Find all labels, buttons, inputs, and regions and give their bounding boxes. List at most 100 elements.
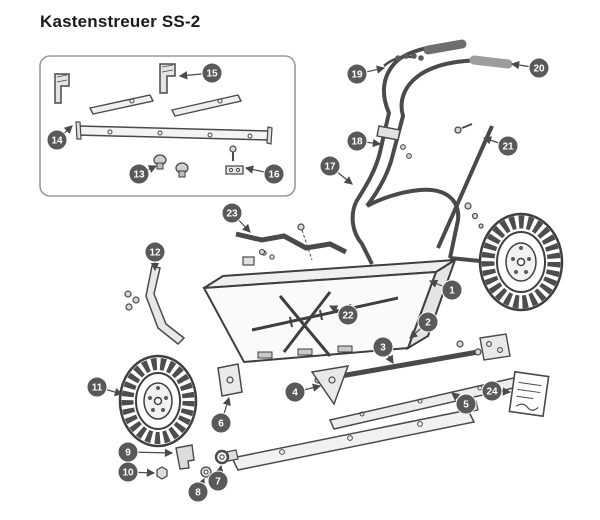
- callout-number: 2: [425, 318, 431, 329]
- callout-number: 15: [206, 69, 218, 80]
- scraper-blade-left: [88, 94, 155, 115]
- left-wheel: [118, 354, 198, 448]
- callout-badge: [497, 135, 519, 157]
- callout-badge: [221, 202, 243, 224]
- handle-grip-left: [423, 39, 467, 55]
- callout-number: 11: [92, 383, 103, 394]
- scraper-blade-right: [170, 94, 243, 117]
- callout-15: 15: [178, 62, 223, 84]
- callout-number: 9: [125, 448, 131, 459]
- callout-9: 9: [117, 441, 174, 463]
- callout-badge: [372, 336, 394, 358]
- callout-2: 2: [409, 311, 439, 339]
- callout-17: 17: [319, 155, 353, 185]
- callout-3: 3: [372, 336, 394, 365]
- callout-18: 18: [346, 130, 382, 152]
- callout-number: 12: [149, 248, 161, 259]
- callout-number: 1: [449, 286, 455, 297]
- callout-badge: [210, 412, 232, 434]
- callout-6: 6: [210, 396, 232, 434]
- callout-number: 20: [533, 64, 545, 75]
- callout-7: 7: [207, 464, 229, 492]
- inset-detail-box: [39, 55, 296, 197]
- callout-8: 8: [187, 477, 209, 503]
- callout-number: 18: [351, 137, 363, 148]
- spacer-washer: [200, 466, 212, 478]
- wheel-hanger-bracket: [124, 265, 186, 346]
- callout-number: 14: [51, 136, 63, 147]
- callout-12: 12: [144, 241, 166, 272]
- control-lever: [383, 53, 424, 67]
- callout-22: 22: [328, 304, 359, 326]
- callout-number: 3: [380, 343, 386, 354]
- callout-number: 10: [122, 468, 134, 479]
- handle-grip-right: [469, 55, 513, 69]
- callout-badge: [528, 57, 550, 79]
- callout-badge: [117, 461, 139, 483]
- callout-24: 24: [481, 380, 512, 402]
- callout-4: 4: [284, 381, 322, 403]
- callout-badge: [346, 63, 368, 85]
- callout-number: 19: [351, 70, 363, 81]
- callout-21: 21: [482, 135, 519, 157]
- callout-badge: [144, 241, 166, 263]
- hex-nut: [156, 466, 168, 480]
- callout-badge: [481, 380, 503, 402]
- callout-number: 23: [226, 209, 238, 220]
- small-hardware: [156, 444, 230, 480]
- callout-number: 6: [218, 419, 224, 430]
- callout-number: 8: [195, 488, 201, 499]
- callout-number: 5: [463, 400, 469, 411]
- callout-badge: [263, 163, 285, 185]
- callout-badge: [187, 481, 209, 503]
- callout-badge: [417, 311, 439, 333]
- callout-1: 1: [428, 279, 463, 301]
- instruction-manual: [508, 370, 550, 418]
- callout-badge: [441, 279, 463, 301]
- callout-number: 7: [215, 477, 221, 488]
- callout-16: 16: [244, 163, 285, 185]
- frame-downtubes: [350, 187, 491, 265]
- bolt-and-clamp: [225, 145, 244, 175]
- callout-5: 5: [451, 392, 477, 415]
- callout-number: 22: [342, 311, 354, 322]
- callout-13: 13: [128, 163, 158, 185]
- callout-number: 16: [268, 170, 280, 181]
- callout-badge: [346, 130, 368, 152]
- side-plate: [217, 363, 243, 397]
- callout-11: 11: [86, 376, 124, 398]
- callout-number: 17: [324, 162, 336, 173]
- knob-feet: [153, 154, 189, 178]
- retaining-ring: [214, 449, 230, 465]
- callout-19: 19: [346, 63, 386, 85]
- corner-bracket: [175, 444, 195, 470]
- front-support-bar: [235, 223, 348, 266]
- callout-number: 13: [133, 170, 145, 181]
- callout-14: 14: [46, 125, 73, 151]
- handle-assembly: [354, 39, 513, 208]
- callout-badge: [207, 470, 229, 492]
- callout-number: 21: [502, 142, 514, 153]
- callout-badge: [455, 393, 477, 415]
- callout-23: 23: [221, 202, 251, 233]
- callout-badge: [201, 62, 223, 84]
- page-title: Kastenstreuer SS-2: [40, 12, 201, 31]
- callout-20: 20: [510, 57, 550, 79]
- callout-badge: [284, 381, 306, 403]
- callout-badge: [337, 304, 359, 326]
- mounting-bar: [75, 121, 273, 145]
- right-wheel: [478, 212, 564, 312]
- callout-badge: [46, 129, 68, 151]
- callout-10: 10: [117, 461, 156, 483]
- callout-number: 4: [292, 388, 298, 399]
- hook-bracket-right: [159, 63, 176, 94]
- callout-number: 24: [486, 387, 498, 398]
- hook-bracket-left: [54, 73, 70, 104]
- callout-badge: [319, 155, 341, 177]
- small-mounting-plate: [479, 333, 511, 361]
- callout-badge: [128, 163, 150, 185]
- callout-badge: [86, 376, 108, 398]
